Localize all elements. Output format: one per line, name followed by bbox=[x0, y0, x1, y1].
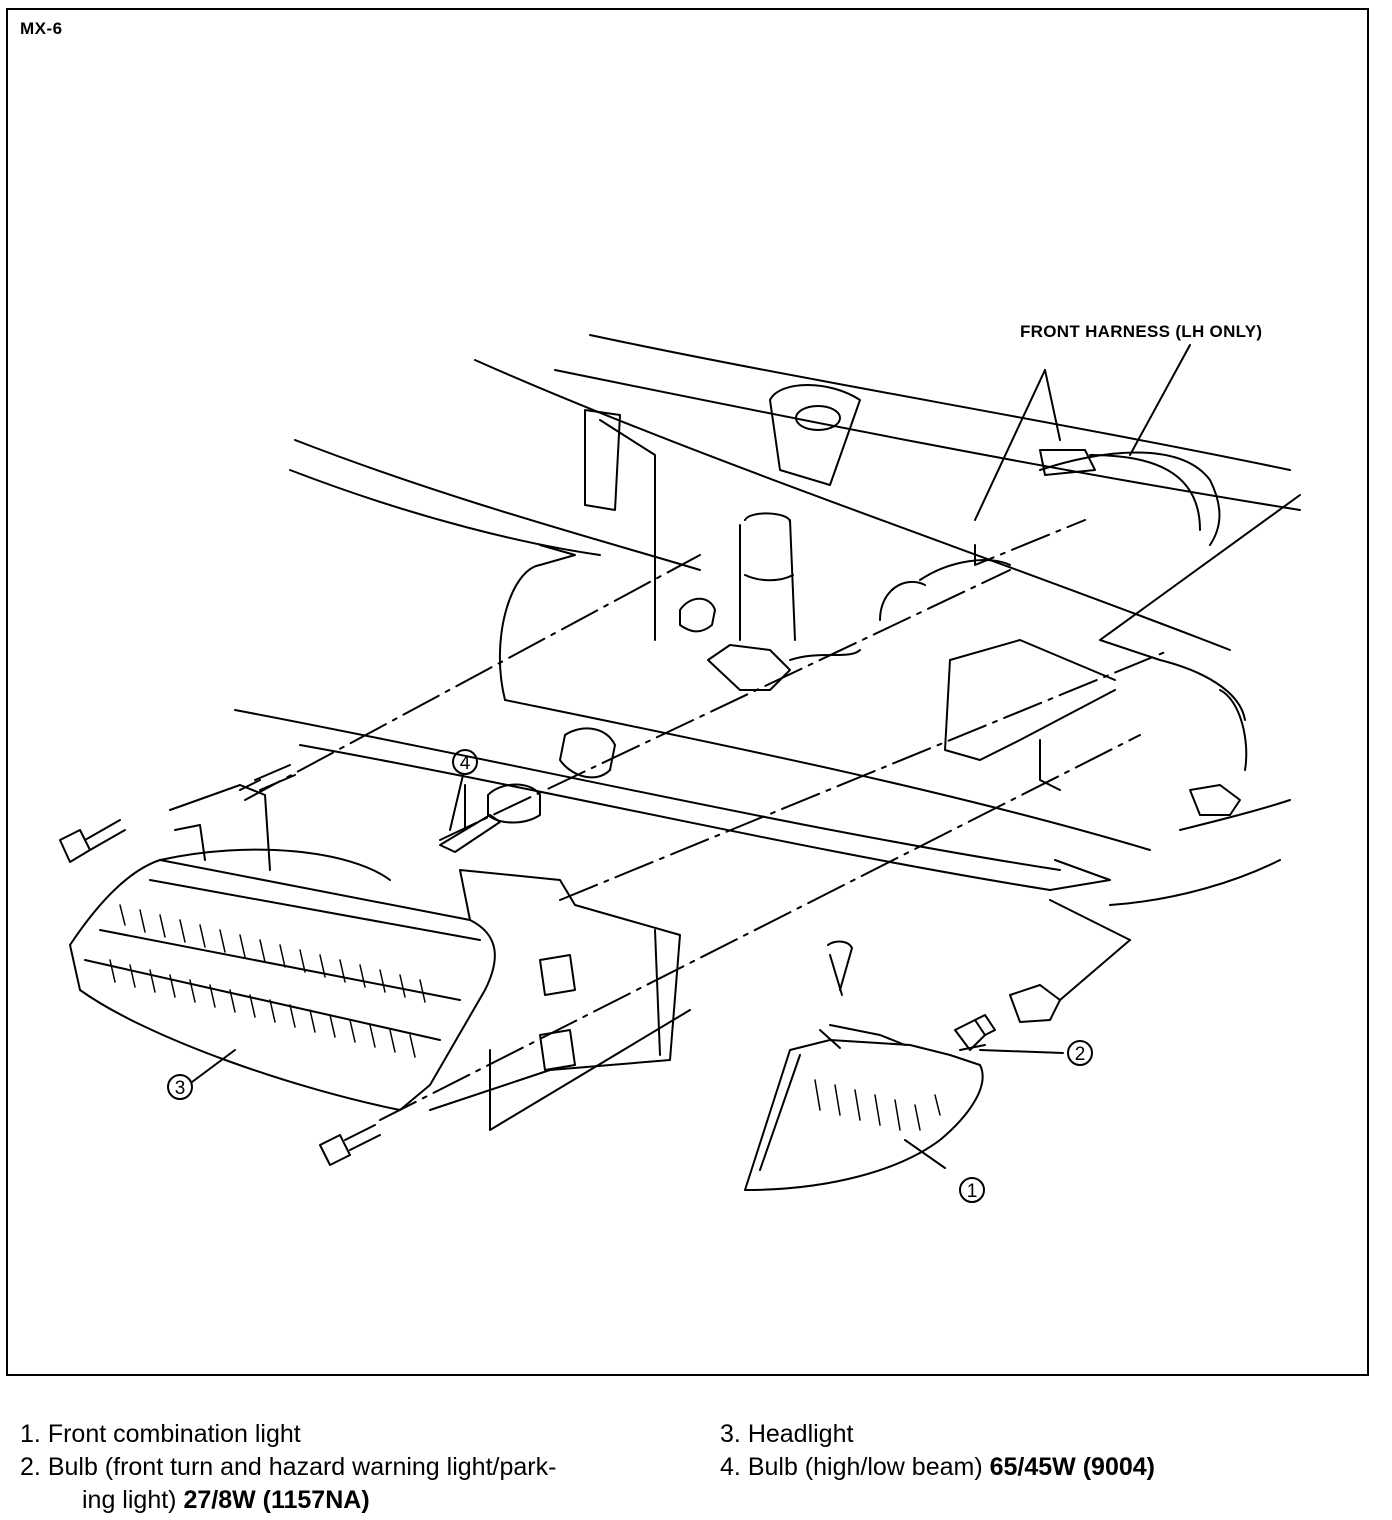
callout-3-label: 3 bbox=[175, 1078, 186, 1099]
legend-item-1: 1. Front combination light bbox=[20, 1418, 700, 1451]
callout-2-label: 2 bbox=[1075, 1044, 1086, 1065]
legend-item-4-number: 4. bbox=[720, 1453, 741, 1481]
legend-item-2-text-continued: ing light) bbox=[82, 1486, 177, 1514]
legend-column-right: 3. Headlight 4. Bulb (high/low beam) 65/… bbox=[720, 1418, 1360, 1484]
bolts bbox=[59, 764, 853, 1166]
bulb-high-low-beam bbox=[439, 783, 541, 853]
diagram-frame bbox=[6, 8, 1369, 1376]
legend-item-2-continued: ing light) 27/8W (1157NA) bbox=[20, 1484, 700, 1517]
model-label: MX-6 bbox=[20, 19, 63, 38]
legend-item-4-text: Bulb (high/low beam) bbox=[747, 1453, 983, 1481]
callout-1: 1 bbox=[959, 1177, 985, 1203]
callout-2: 2 bbox=[1067, 1040, 1093, 1066]
legend-column-left: 1. Front combination light 2. Bulb (fron… bbox=[20, 1418, 700, 1517]
legend-item-3: 3. Headlight bbox=[720, 1418, 1360, 1451]
legend-item-4-spec: 65/45W (9004) bbox=[989, 1453, 1155, 1481]
body-structure bbox=[234, 334, 1301, 1121]
socket-assembly bbox=[559, 597, 1131, 1023]
legend-item-4: 4. Bulb (high/low beam) 65/45W (9004) bbox=[720, 1451, 1360, 1484]
exploded-diagram: 1 2 3 4 bbox=[59, 334, 1301, 1203]
callout-4-label: 4 bbox=[460, 753, 471, 774]
callout-3: 3 bbox=[167, 1074, 193, 1100]
legend-item-1-number: 1. bbox=[20, 1420, 41, 1448]
front-harness-label: FRONT HARNESS (LH ONLY) bbox=[1020, 322, 1263, 341]
legend-item-2-spec: 27/8W (1157NA) bbox=[183, 1486, 370, 1514]
leader-lines bbox=[191, 774, 1064, 1169]
legend-item-2-text: Bulb (front turn and hazard warning ligh… bbox=[47, 1453, 557, 1481]
front-combination-light bbox=[744, 1024, 984, 1191]
bulb-turn-parking bbox=[954, 1014, 996, 1051]
legend-item-2-number: 2. bbox=[20, 1453, 41, 1481]
legend-item-1-text: Front combination light bbox=[47, 1420, 301, 1448]
legend-item-3-text: Headlight bbox=[747, 1420, 854, 1448]
legend-item-3-number: 3. bbox=[720, 1420, 741, 1448]
headlight-assembly bbox=[69, 784, 691, 1131]
legend-item-2: 2. Bulb (front turn and hazard warning l… bbox=[20, 1451, 700, 1484]
callout-4: 4 bbox=[452, 749, 478, 775]
callout-1-label: 1 bbox=[967, 1181, 978, 1202]
